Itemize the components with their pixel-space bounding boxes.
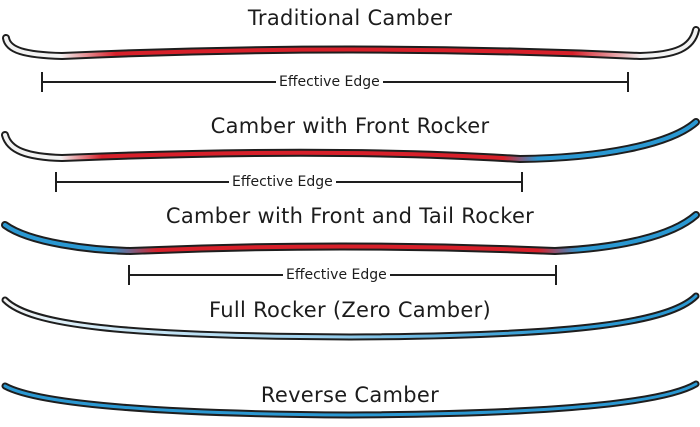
effective-edge-label-2: Effective Edge [229, 174, 336, 190]
title-full-rocker: Full Rocker (Zero Camber) [208, 298, 492, 322]
ski-full-rocker [1, 292, 700, 341]
effective-edge-label-1: Effective Edge [276, 74, 383, 90]
title-reverse-camber: Reverse Camber [260, 383, 440, 407]
ski-camber-front-rocker [1, 118, 700, 164]
ski-camber-front-tail-rocker [1, 211, 700, 256]
effective-edge-label-3: Effective Edge [283, 267, 390, 283]
ski-traditional-camber [2, 26, 700, 61]
title-camber-front-rocker: Camber with Front Rocker [210, 114, 490, 138]
title-camber-front-tail-rocker: Camber with Front and Tail Rocker [165, 204, 535, 228]
title-traditional-camber: Traditional Camber [247, 6, 453, 30]
ski-reverse-camber [1, 380, 700, 419]
